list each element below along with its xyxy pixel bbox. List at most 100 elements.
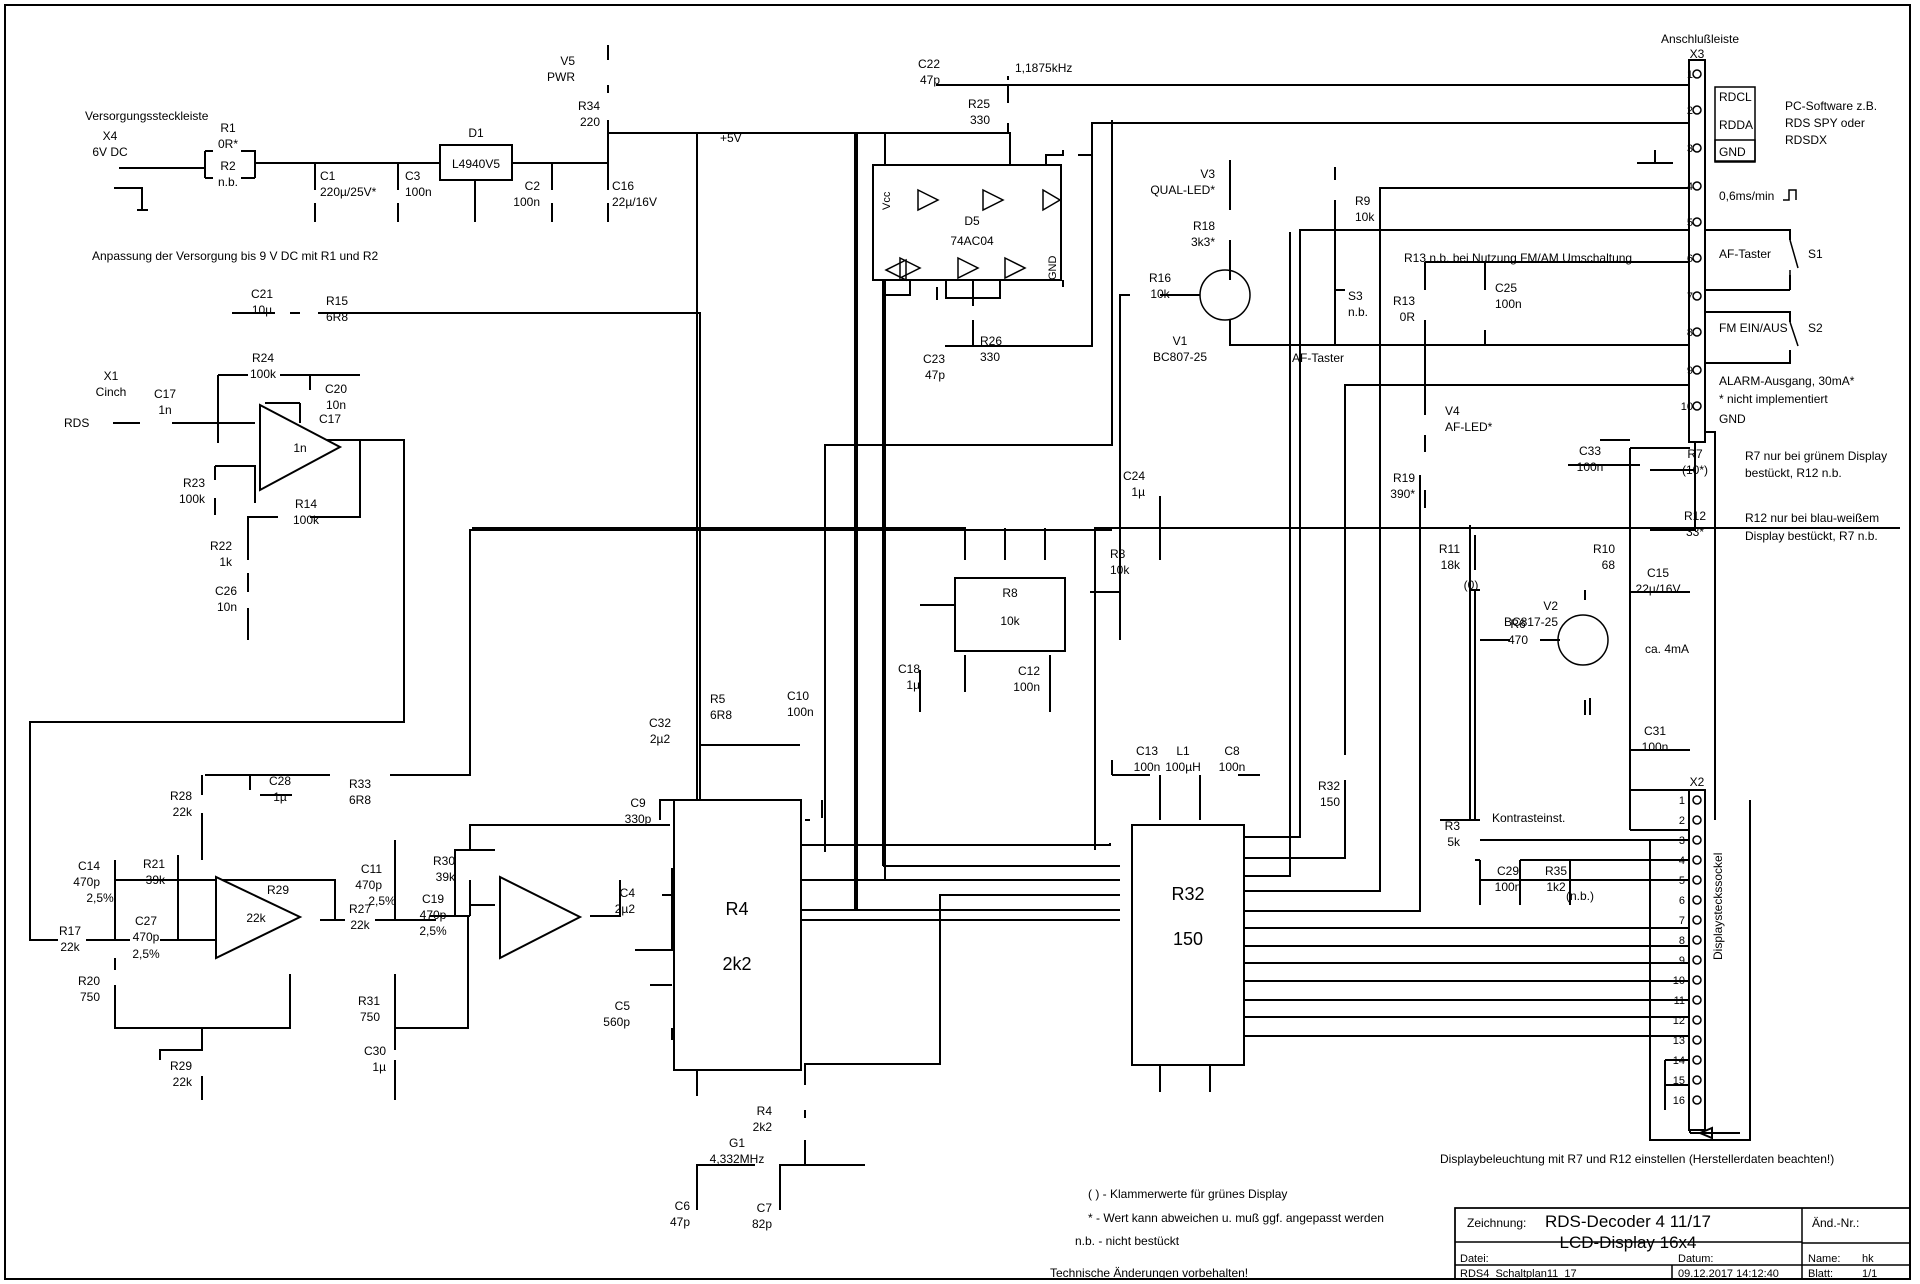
component-ref: S3 — [1348, 289, 1363, 303]
drawing-frame — [4, 4, 1911, 1280]
component-ref: V3 — [1200, 167, 1215, 181]
x3-pins: 123 456 789 10 — [1681, 69, 1702, 413]
x2-pin-number: 16 — [1673, 1095, 1685, 1107]
component-value: 22k — [173, 805, 193, 819]
supply-note: Anpassung der Versorgung bis 9 V DC mit … — [92, 249, 378, 263]
display-socket-label: Displaysteckssockel — [1711, 853, 1725, 960]
component-value: 5k — [1447, 835, 1461, 849]
ic-d1-ref: D1 — [468, 126, 484, 140]
component-ref: C18 — [898, 662, 920, 676]
component-ref: R23 — [183, 476, 205, 490]
component-value: 560p — [603, 1015, 630, 1029]
r35-alt-value: (n.b.) — [1566, 889, 1594, 903]
x2-pin — [1692, 955, 1702, 965]
r12-note-line2: Display bestückt, R7 n.b. — [1745, 529, 1878, 543]
component-value: 47p — [670, 1215, 690, 1229]
component-ref: R26 — [980, 334, 1002, 348]
component-ref: C6 — [675, 1199, 691, 1213]
opamp-d7b — [499, 875, 583, 960]
component-ref: C24 — [1123, 469, 1145, 483]
component-ref: R11 — [1439, 542, 1460, 556]
x3-label: X3 — [1690, 47, 1705, 61]
ic-d5-gnd: GND — [1047, 256, 1059, 281]
x2-pin-number: 8 — [1679, 935, 1685, 947]
component-r7: R7(10*) — [1682, 447, 1708, 477]
component-ref: C9 — [630, 796, 646, 810]
component-value: 47p — [925, 368, 945, 382]
component-value: 0R — [1400, 310, 1416, 324]
component-value: 47p — [920, 73, 940, 87]
ic-d5-ref: D5 — [964, 214, 980, 228]
x3-signal-labels: RDCL RDDA GND PC-Software z.B. RDS SPY o… — [1714, 86, 1877, 426]
component-ref: C5 — [615, 999, 631, 1013]
component-ref: V2 — [1543, 599, 1558, 613]
component-value: 100n — [405, 185, 432, 199]
ic-d2-ref: R4 — [725, 899, 748, 919]
component-value: 390* — [1390, 487, 1415, 501]
arrow-left-icon — [1697, 1126, 1713, 1140]
x2-pin-number: 12 — [1673, 1015, 1685, 1027]
component-ref: R27 — [349, 902, 371, 916]
component-ref: C10 — [787, 689, 809, 703]
component-ref: R14 — [295, 497, 317, 511]
svg-text:1: 1 — [1687, 69, 1693, 81]
x2-pin — [1692, 1095, 1702, 1105]
signal-af-taster: AF-Taster — [1719, 247, 1771, 261]
svg-text:2: 2 — [1687, 105, 1693, 117]
component-value: 1µ — [372, 1060, 386, 1074]
component-ref: R33 — [349, 777, 371, 791]
x2-pin — [1692, 1035, 1702, 1045]
component-value: 1k2 — [1546, 880, 1566, 894]
component-value: 100µH — [1165, 760, 1201, 774]
component-ref: C12 — [1018, 664, 1040, 678]
ic-d2-type: 2k2 — [722, 954, 751, 974]
component-x4: X4 6V DC — [92, 129, 128, 159]
component-ref: C7 — [757, 1201, 773, 1215]
component-ref: C27 — [135, 914, 157, 928]
component-value: 1k — [219, 555, 233, 569]
component-ref: R5 — [710, 692, 726, 706]
component-value: 100n — [1495, 880, 1522, 894]
component-ref: R22 — [210, 539, 232, 553]
component-ref: X1 — [104, 369, 119, 383]
transistor-v2 — [1557, 614, 1609, 666]
component-ref: C19 — [422, 892, 444, 906]
component-ref: R35 — [1545, 864, 1567, 878]
component-value: AF-LED* — [1445, 420, 1493, 434]
component-value: 82p — [752, 1217, 772, 1231]
legend-nb: n.b. - nicht bestückt — [1075, 1234, 1180, 1248]
component-value: 22µ/16V — [1636, 582, 1681, 596]
component-value: 470 — [1508, 633, 1528, 647]
svg-text:8: 8 — [1687, 327, 1693, 339]
component-value: 6V DC — [92, 145, 128, 159]
component-value: 3k3* — [1191, 235, 1215, 249]
component-ref: R20 — [78, 974, 100, 988]
component-ref: C4 — [620, 886, 636, 900]
drawing-label: Zeichnung: — [1467, 1216, 1526, 1230]
component-ref: X4 — [103, 129, 118, 143]
x2-pin-number: 1 — [1679, 795, 1685, 807]
component-value: BC817-25 — [1504, 615, 1558, 629]
